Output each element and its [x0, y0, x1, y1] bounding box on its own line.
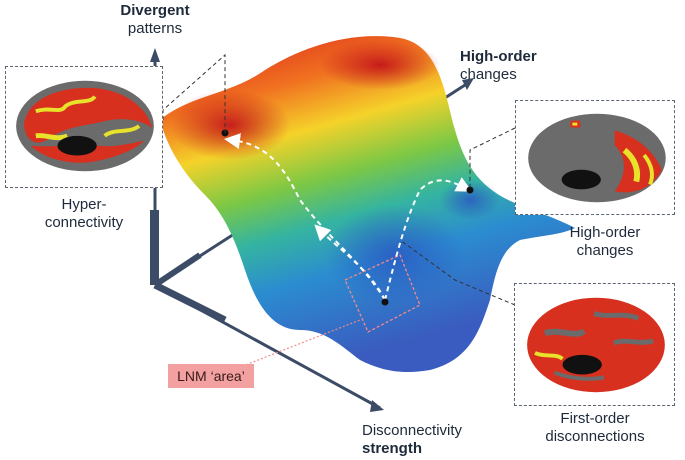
surface-peak-right	[320, 40, 440, 90]
highorder-axis-arrow	[462, 78, 474, 90]
brain-first-order-icon	[527, 297, 665, 393]
hyperconnectivity-label: Hyper- connectivity	[5, 196, 163, 232]
first-line1: First-order	[560, 410, 630, 427]
surface-peak-left	[170, 90, 290, 160]
divergent-label: Divergent patterns	[85, 2, 225, 38]
surface-basin	[325, 205, 465, 305]
disconnectivity-label: Disconnectivity strength	[362, 422, 492, 458]
brain-hyperconnectivity-icon	[16, 80, 154, 172]
lnm-area-label: LNM ‘area’	[168, 364, 254, 388]
trajectory-short	[314, 224, 386, 301]
inset-leaders	[162, 53, 516, 306]
y-axis-thick	[150, 210, 159, 285]
trajectories	[224, 133, 473, 301]
divergent-rest: patterns	[127, 20, 183, 37]
highorder-point	[466, 186, 474, 194]
leader-highorder	[469, 127, 516, 190]
highorder-axis-rest: changes	[460, 66, 517, 83]
y-axis-arrow	[150, 48, 160, 62]
landscape-surface	[160, 36, 575, 372]
disconnectivity-axis-thick	[153, 281, 227, 324]
first-order-label: First-order disconnections	[530, 410, 660, 446]
highorder-axis-bold: High-order	[460, 48, 537, 65]
disconn-line1: Disconnectivity	[362, 422, 463, 439]
inset-highorder-line1: High-order	[569, 224, 641, 241]
disconn-bold: strength	[362, 440, 422, 457]
highorder-axis-thick	[153, 252, 202, 288]
lnm-area-square	[344, 254, 421, 333]
start-point	[381, 298, 389, 306]
inset-hyperconnectivity	[5, 66, 163, 188]
disconnectivity-axis-arrow	[370, 400, 384, 412]
inset-highorder-label: High-order changes	[550, 224, 660, 260]
inset-highorder-line2: changes	[576, 242, 634, 259]
brain-high-order-icon	[528, 113, 666, 203]
hyper-line2: connectivity	[44, 214, 124, 231]
highorder-axis-label: High-order changes	[460, 48, 570, 84]
inset-high-order	[515, 100, 675, 215]
leader-firstorder	[399, 239, 516, 306]
trajectory-to-highorder	[384, 177, 473, 301]
inset-first-order	[514, 283, 675, 406]
leader-hyper	[162, 53, 226, 133]
hyper-line1: Hyper-	[61, 196, 107, 213]
first-line2: disconnections	[545, 428, 645, 445]
divergent-bold: Divergent	[120, 2, 190, 19]
